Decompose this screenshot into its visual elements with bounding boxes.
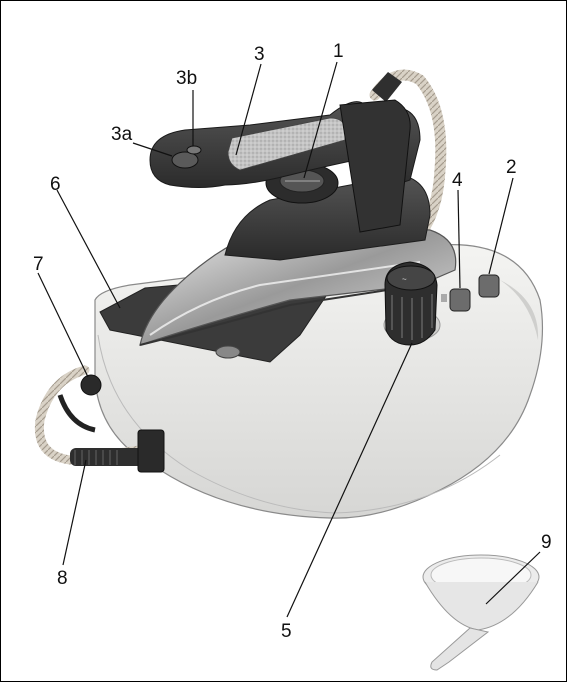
callout-3: 3 [254, 44, 265, 65]
svg-text:~: ~ [402, 275, 407, 284]
main-switch [80, 374, 102, 396]
cord-strain-relief [70, 448, 145, 466]
handle-grip [227, 117, 346, 171]
callouts: 1 2 3 3a 3b 4 5 6 7 8 9 [33, 41, 552, 642]
leader-lines [37, 61, 541, 618]
callout-4: 4 [452, 170, 463, 191]
power-socket [137, 429, 165, 473]
indicator-light-power [478, 274, 500, 298]
filling-funnel [422, 554, 540, 671]
indicator-light-steam [449, 288, 471, 312]
callout-3b: 3b [176, 68, 197, 89]
steam-hose [369, 69, 447, 241]
steam-button [171, 151, 199, 169]
iron-body [149, 99, 431, 261]
callout-2: 2 [506, 157, 517, 178]
callout-7: 7 [33, 254, 44, 275]
iron-soleplate [139, 224, 457, 346]
callout-3a: 3a [111, 124, 133, 145]
callout-9: 9 [541, 532, 552, 553]
callout-1: 1 [333, 41, 344, 62]
steam-knob: ~ [383, 261, 441, 346]
callout-5: 5 [281, 621, 292, 642]
power-cord [34, 365, 165, 473]
steam-button-lock [186, 145, 202, 155]
callout-8: 8 [57, 568, 68, 589]
indicator-buttons [441, 274, 500, 312]
callout-6: 6 [50, 174, 61, 195]
